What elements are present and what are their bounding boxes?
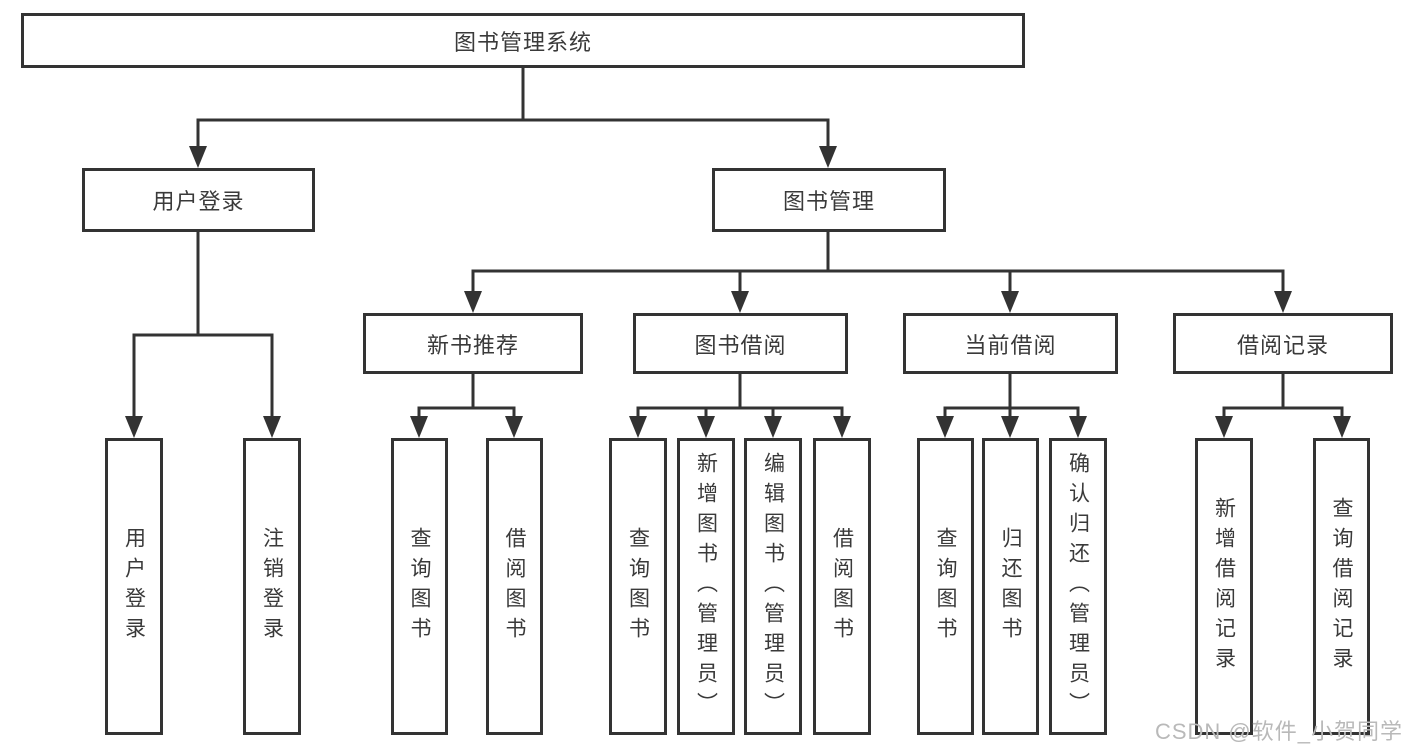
node-borrow-records-label: 借阅记录 bbox=[1236, 332, 1329, 358]
leaf-add-borrow-record-label: 新增借阅记录 bbox=[1212, 496, 1236, 677]
leaf-confirm-return-admin: 确认归还（管理员） bbox=[1049, 438, 1107, 735]
leaf-add-borrow-record: 新增借阅记录 bbox=[1195, 438, 1253, 735]
leaf-edit-book-admin-label: 编辑图书（管理员） bbox=[761, 451, 785, 722]
leaf-borrow-books-recommend: 借阅图书 bbox=[486, 438, 543, 735]
leaf-borrow-books-label: 借阅图书 bbox=[830, 526, 854, 647]
node-current-borrowing: 当前借阅 bbox=[903, 313, 1118, 374]
leaf-query-books-current-label: 查询图书 bbox=[934, 526, 958, 647]
leaf-query-books-recommend: 查询图书 bbox=[391, 438, 448, 735]
leaf-return-books-label: 归还图书 bbox=[999, 526, 1023, 647]
leaf-user-login-label: 用户登录 bbox=[122, 526, 146, 647]
leaf-user-login: 用户登录 bbox=[105, 438, 163, 735]
leaf-edit-book-admin: 编辑图书（管理员） bbox=[744, 438, 802, 735]
leaf-add-book-admin: 新增图书（管理员） bbox=[677, 438, 735, 735]
leaf-query-books-borrow-label: 查询图书 bbox=[626, 526, 650, 647]
leaf-query-books-borrow: 查询图书 bbox=[609, 438, 667, 735]
leaf-return-books: 归还图书 bbox=[982, 438, 1039, 735]
leaf-borrow-books-recommend-label: 借阅图书 bbox=[503, 526, 527, 647]
node-borrow-records: 借阅记录 bbox=[1173, 313, 1393, 374]
csdn-watermark: CSDN @软件_小贺同学 bbox=[1154, 719, 1403, 744]
node-book-management-label: 图书管理 bbox=[782, 189, 875, 214]
node-new-book-recommend: 新书推荐 bbox=[363, 313, 583, 374]
node-user-login-label: 用户登录 bbox=[152, 189, 245, 214]
leaf-logout-label: 注销登录 bbox=[260, 526, 284, 647]
leaf-query-books-current: 查询图书 bbox=[917, 438, 974, 735]
node-library-system: 图书管理系统 bbox=[21, 13, 1025, 68]
leaf-borrow-books: 借阅图书 bbox=[813, 438, 871, 735]
leaf-logout: 注销登录 bbox=[243, 438, 301, 735]
node-new-book-recommend-label: 新书推荐 bbox=[426, 332, 519, 358]
node-book-borrowing: 图书借阅 bbox=[633, 313, 848, 374]
leaf-query-books-recommend-label: 查询图书 bbox=[408, 526, 432, 647]
node-library-system-label: 图书管理系统 bbox=[453, 29, 592, 55]
leaf-query-borrow-record-label: 查询借阅记录 bbox=[1330, 496, 1354, 677]
node-current-borrowing-label: 当前借阅 bbox=[964, 332, 1057, 358]
leaf-add-book-admin-label: 新增图书（管理员） bbox=[694, 451, 718, 722]
arrowheads bbox=[125, 146, 1351, 438]
node-book-borrowing-label: 图书借阅 bbox=[694, 332, 787, 358]
node-book-management: 图书管理 bbox=[712, 168, 946, 232]
leaf-confirm-return-admin-label: 确认归还（管理员） bbox=[1066, 451, 1090, 722]
leaf-query-borrow-record: 查询借阅记录 bbox=[1313, 438, 1370, 735]
node-user-login: 用户登录 bbox=[82, 168, 315, 232]
